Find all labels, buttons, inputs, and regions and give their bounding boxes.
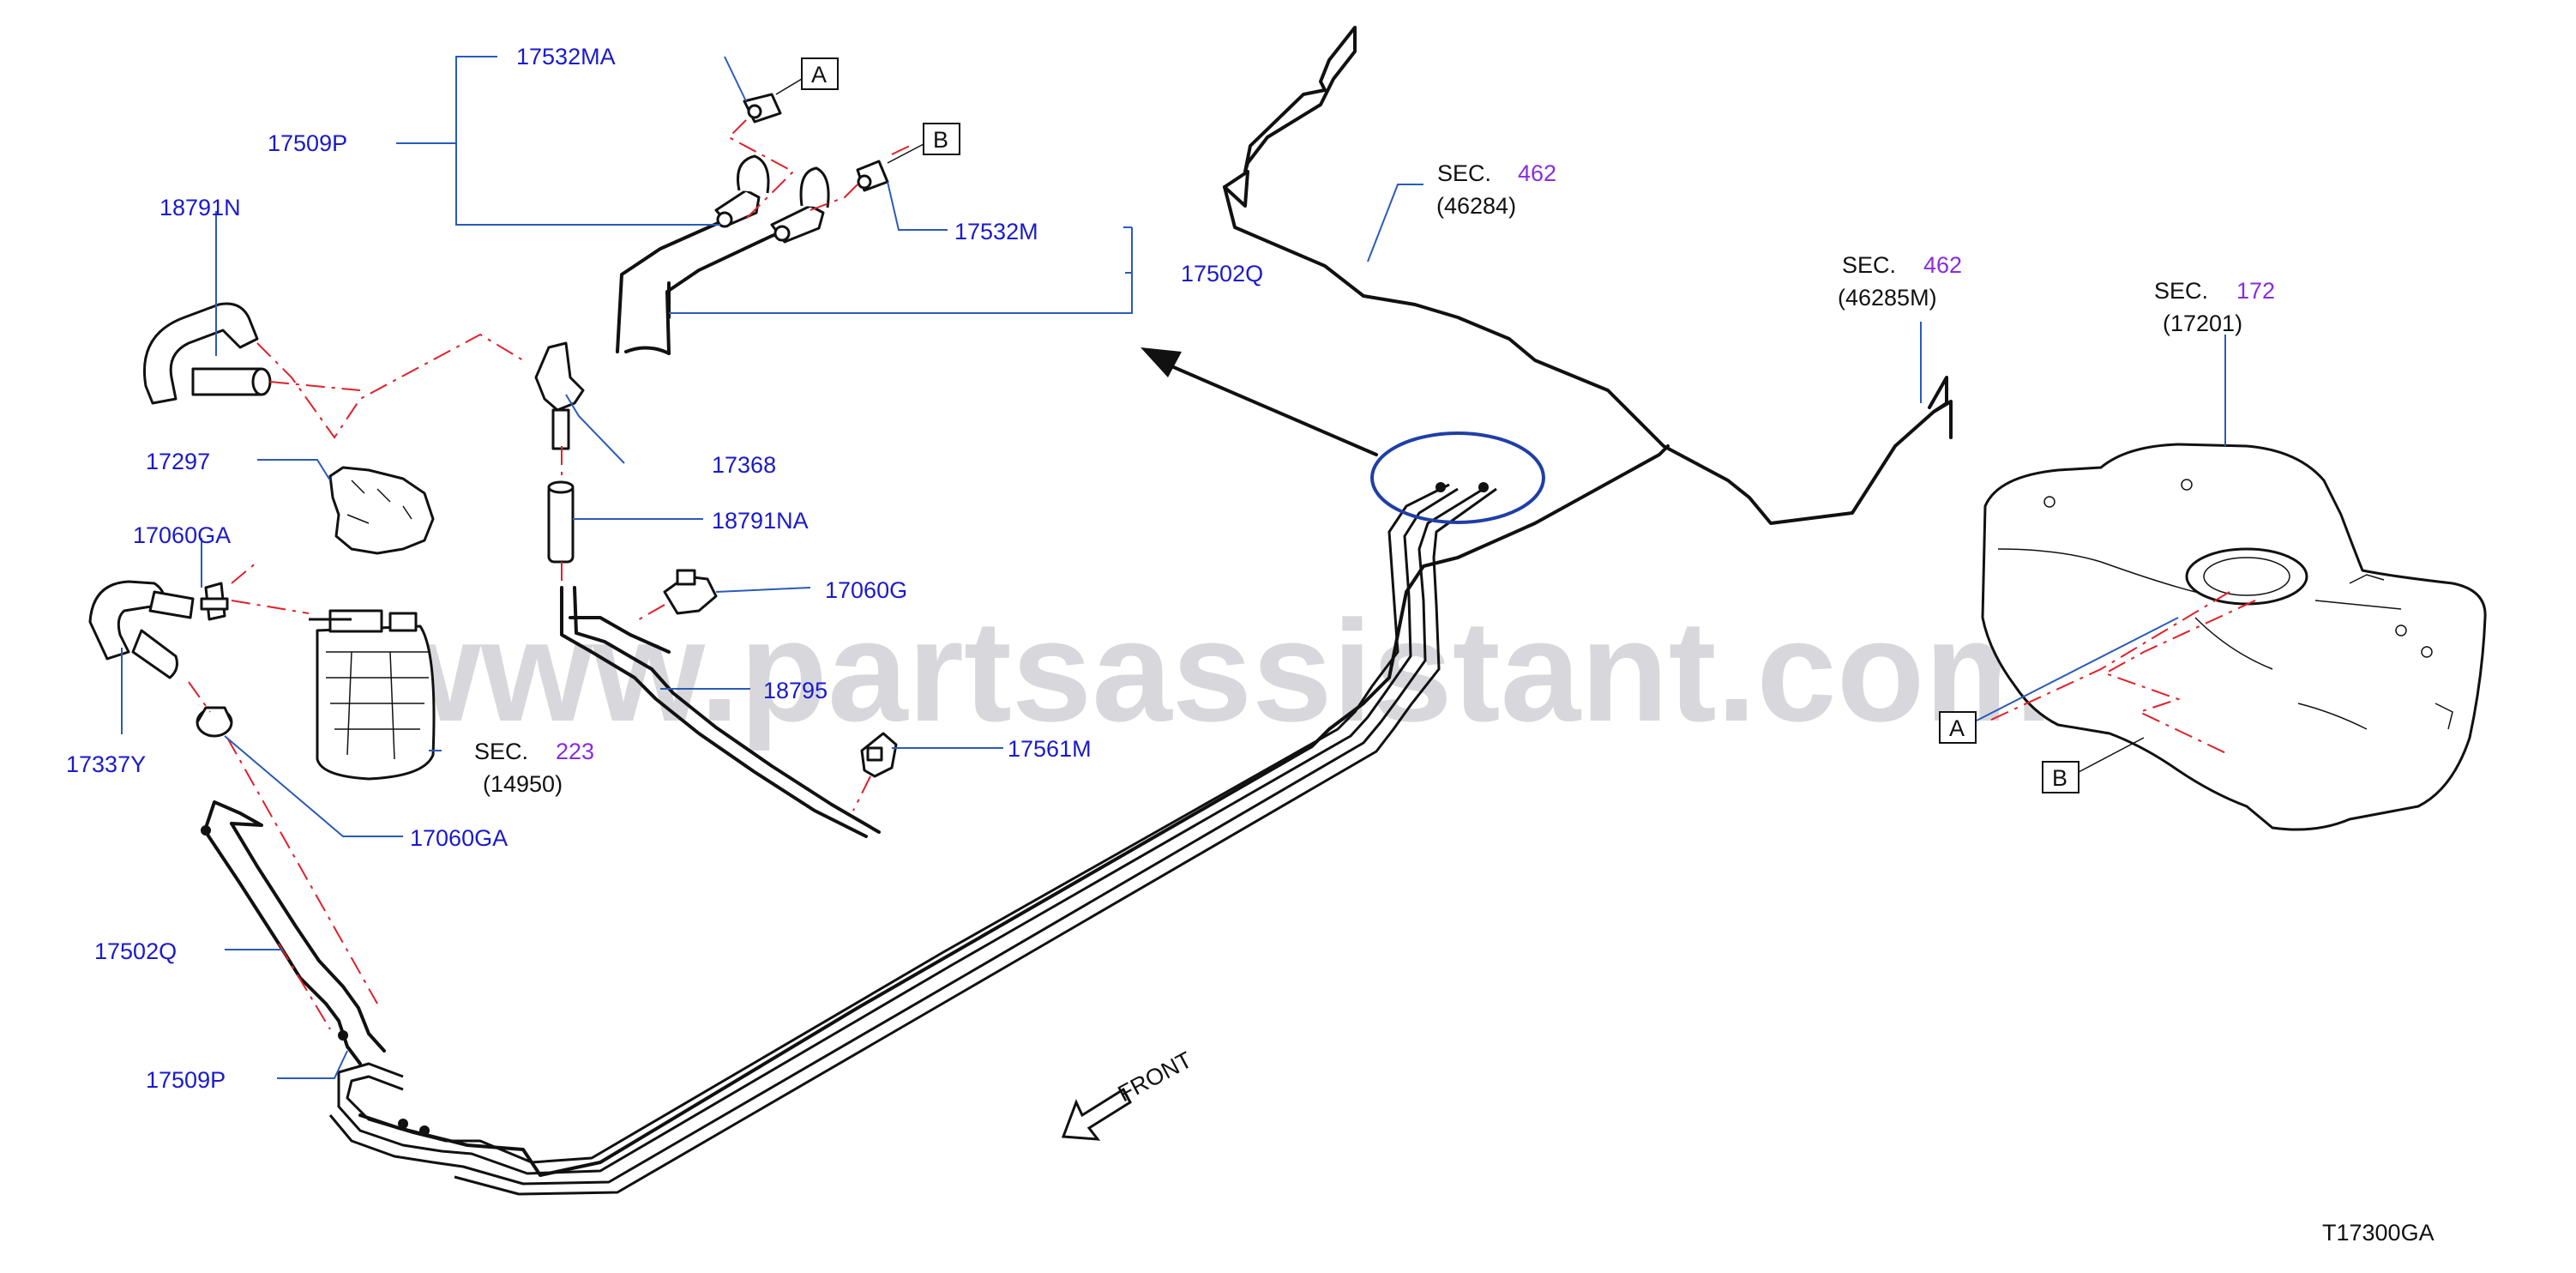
label-17337Y: 17337Y xyxy=(66,751,146,777)
clamp-17060GA-bottom xyxy=(196,706,233,738)
section-ref-46285M: SEC. 462 (46285M) xyxy=(1838,252,1962,311)
clip-17060G xyxy=(663,569,718,615)
section-ref-14950: SEC. 223 (14950) xyxy=(474,739,594,797)
label-17502Q-top: 17502Q xyxy=(1181,261,1263,287)
svg-text:462: 462 xyxy=(1518,160,1556,186)
svg-text:B: B xyxy=(2052,765,2067,791)
zoom-detail xyxy=(1141,347,1545,524)
clamp-17532MA xyxy=(743,93,782,124)
svg-text:462: 462 xyxy=(1923,252,1962,278)
elbow-hose-18791N xyxy=(143,302,272,405)
label-17368: 17368 xyxy=(712,452,776,478)
clip-17561M xyxy=(860,732,898,778)
callout-a-tank: A xyxy=(1939,711,1977,744)
svg-text:A: A xyxy=(811,62,827,87)
svg-text:SEC.: SEC. xyxy=(1437,160,1491,186)
svg-text:(46284): (46284) xyxy=(1436,193,1516,219)
svg-text:SEC.: SEC. xyxy=(474,739,528,764)
arrow-head-icon xyxy=(1141,347,1182,377)
label-17509P-bottom: 17509P xyxy=(146,1067,226,1093)
front-arrow-icon xyxy=(1061,1087,1132,1141)
hose-connector-left xyxy=(714,154,770,228)
canister-14950 xyxy=(309,609,436,781)
callout-a-top: A xyxy=(775,57,839,95)
part-labels: 17532MA 17509P 18791N 17297 17060GA 1733… xyxy=(66,44,1263,1093)
label-17297: 17297 xyxy=(146,449,210,474)
svg-text:(46285M): (46285M) xyxy=(1838,285,1937,311)
svg-text:(14950): (14950) xyxy=(483,771,563,797)
svg-text:223: 223 xyxy=(556,739,594,764)
body-floor-outline xyxy=(358,26,1953,1177)
label-17060G: 17060G xyxy=(825,577,907,603)
label-17060GA-bottom: 17060GA xyxy=(410,825,508,851)
label-18795: 18795 xyxy=(763,678,828,703)
watermark: www.partsassistant.com xyxy=(368,590,2053,751)
clip-17060GA-top xyxy=(200,582,229,621)
section-ref-17201: SEC. 172 (17201) xyxy=(2154,278,2275,336)
filler-tube-upper xyxy=(616,93,914,355)
front-label: FRONT xyxy=(1114,1047,1196,1107)
zoom-ellipse xyxy=(1370,431,1545,524)
label-17509P-top: 17509P xyxy=(268,130,347,156)
callout-b-tank: B xyxy=(2042,737,2145,793)
hose-connector-right xyxy=(770,166,830,244)
filler-tube-lower xyxy=(201,800,430,1136)
label-17532M: 17532M xyxy=(954,219,1038,244)
label-17532MA: 17532MA xyxy=(516,44,616,69)
front-arrow: FRONT xyxy=(1061,1047,1196,1141)
elbow-hose-17337Y xyxy=(88,580,195,679)
tube-18795 xyxy=(560,586,881,838)
callout-b-top: B xyxy=(887,123,960,164)
svg-text:SEC.: SEC. xyxy=(2154,278,2208,304)
main-fuel-lines xyxy=(328,483,1497,1196)
svg-text:A: A xyxy=(1949,715,1965,741)
label-17502Q-bottom: 17502Q xyxy=(94,938,177,964)
label-18791N: 18791N xyxy=(159,195,241,220)
fuel-tank-17201 xyxy=(1981,443,2487,831)
label-17060GA-top: 17060GA xyxy=(133,522,231,548)
svg-text:(17201): (17201) xyxy=(2163,311,2242,336)
bracket-17297 xyxy=(328,466,435,555)
svg-text:172: 172 xyxy=(2236,278,2275,304)
hose-18791NA xyxy=(547,480,575,564)
clamp-17532M xyxy=(856,160,889,192)
section-ref-46284: SEC. 462 (46284) xyxy=(1436,160,1556,219)
leader-lines xyxy=(121,56,2226,1079)
svg-text:B: B xyxy=(933,127,948,153)
connector-17368 xyxy=(534,341,585,450)
diagram-code: T17300GA xyxy=(2322,1220,2435,1246)
label-18791NA: 18791NA xyxy=(712,508,809,534)
svg-text:SEC.: SEC. xyxy=(1842,252,1896,278)
label-17561M: 17561M xyxy=(1008,736,1092,762)
